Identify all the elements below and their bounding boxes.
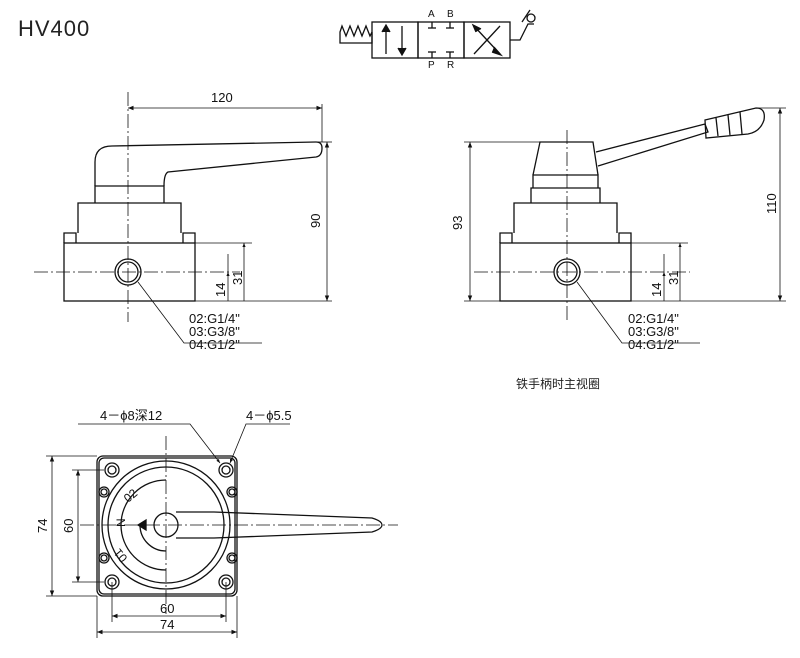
top-dim-width-inner: 60: [160, 601, 174, 616]
top-dim-height-inner: 60: [61, 519, 76, 533]
valve-symbol: [339, 9, 536, 59]
steel-port-size-04: 04:G1/2": [628, 337, 679, 352]
steel-dim-total-height: 110: [764, 193, 779, 214]
port-b-label: B: [447, 9, 454, 20]
top-hole-large: 4－ϕ8深12: [100, 408, 162, 423]
steel-dim-height: 93: [450, 216, 465, 230]
steel-port-size-03: 03:G3/8": [628, 324, 679, 339]
top-view: [96, 455, 383, 597]
side-view-centerlines: [34, 92, 240, 322]
side-view-dimensions: [128, 104, 332, 344]
side-port-size-04: 04:G1/2": [189, 337, 240, 352]
spring-icon: [339, 24, 373, 44]
steel-view-centerlines: [474, 130, 690, 322]
port-a-label: A: [428, 9, 435, 20]
side-port-size-02: 02:G1/4": [189, 311, 240, 326]
side-dim-length: 120: [211, 90, 233, 105]
steel-handle-view: [499, 107, 765, 302]
model-title: HV400: [18, 16, 91, 41]
steel-port-size-02: 02:G1/4": [628, 311, 679, 326]
port-r-label: R: [447, 60, 454, 71]
dial-label-n: N: [114, 518, 128, 527]
side-dim-port-height: 31: [230, 271, 245, 285]
steel-dim-port-center: 14: [649, 283, 664, 297]
steel-dim-port-height: 31: [666, 271, 681, 285]
side-port-size-03: 03:G3/8": [189, 324, 240, 339]
top-dim-width-outer: 74: [160, 617, 174, 632]
top-view-centerlines: [80, 436, 398, 614]
top-hole-small: 4－ϕ5.5: [246, 408, 292, 423]
port-p-label: P: [428, 60, 435, 71]
top-dim-height-outer: 74: [35, 519, 50, 533]
top-view-dimensions: [46, 423, 290, 638]
side-dim-height: 90: [308, 214, 323, 228]
side-view: [63, 141, 323, 302]
dial-label-02: 02: [121, 486, 140, 506]
steel-handle-caption: 铁手柄时主视圈: [516, 377, 601, 391]
steel-view-dimensions: [464, 107, 786, 344]
side-dim-port-center: 14: [213, 283, 228, 297]
